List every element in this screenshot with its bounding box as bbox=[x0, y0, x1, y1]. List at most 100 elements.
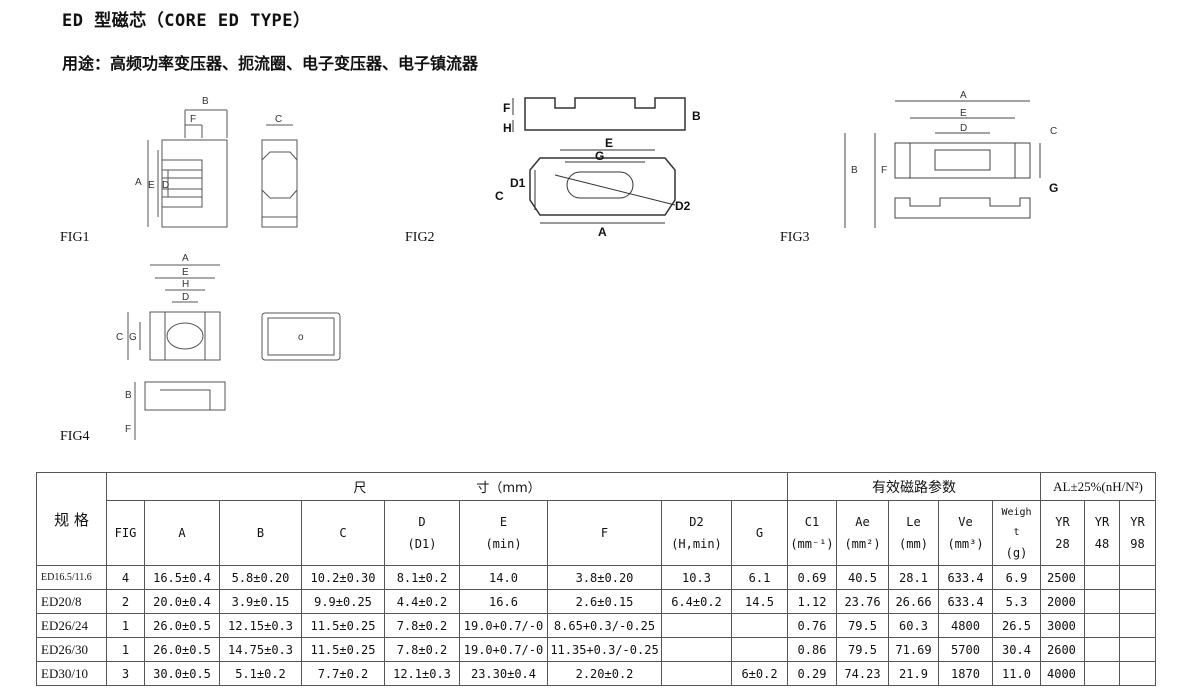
table-cell: 0.29 bbox=[787, 661, 837, 686]
table-cell: 16.5±0.4 bbox=[144, 565, 220, 590]
table-cell: 19.0+0.7/-0 bbox=[459, 613, 548, 638]
column-header-text: B bbox=[256, 526, 265, 540]
column-header-text: YR bbox=[1130, 515, 1145, 529]
table-cell: 7.8±0.2 bbox=[384, 637, 460, 662]
column-header: E(min) bbox=[459, 500, 548, 566]
spec-name-cell: ED26/30 bbox=[36, 637, 107, 662]
column-header: A bbox=[144, 500, 220, 566]
table-cell: 23.76 bbox=[836, 589, 889, 614]
table-cell bbox=[731, 637, 788, 662]
svg-text:E: E bbox=[148, 180, 155, 191]
fig3-label: FIG3 bbox=[780, 230, 810, 245]
table-cell: 4 bbox=[106, 565, 145, 590]
svg-text:A: A bbox=[135, 177, 142, 188]
svg-text:F: F bbox=[503, 101, 510, 115]
table-cell: 11.5±0.25 bbox=[301, 637, 385, 662]
table-cell bbox=[661, 637, 732, 662]
svg-text:C: C bbox=[495, 189, 504, 203]
table-cell bbox=[1084, 589, 1120, 614]
table-header-row: 规 格 尺寸（mm） 有效磁路参数 AL±25%(nH/N²) bbox=[36, 472, 1156, 566]
table-cell bbox=[1119, 565, 1156, 590]
table-cell: 2.20±0.2 bbox=[547, 661, 662, 686]
table-cell: 20.0±0.4 bbox=[144, 589, 220, 614]
table-cell: 71.69 bbox=[888, 637, 939, 662]
table-cell: 23.30±0.4 bbox=[459, 661, 548, 686]
svg-text:D1: D1 bbox=[510, 176, 526, 190]
spec-name-cell: ED20/8 bbox=[36, 589, 107, 614]
table-cell: 40.5 bbox=[836, 565, 889, 590]
svg-text:C: C bbox=[275, 114, 282, 125]
column-header-text: D bbox=[418, 515, 426, 529]
column-header-text: t bbox=[1013, 527, 1020, 538]
table-cell: 14.75±0.3 bbox=[219, 637, 302, 662]
column-header-text: YR bbox=[1094, 515, 1110, 529]
svg-text:C: C bbox=[116, 332, 123, 343]
svg-text:A: A bbox=[960, 90, 967, 101]
table-cell: 11.0 bbox=[992, 661, 1041, 686]
svg-text:A: A bbox=[182, 253, 189, 264]
table-cell: 12.1±0.3 bbox=[384, 661, 460, 686]
table-cell: 8.1±0.2 bbox=[384, 565, 460, 590]
table-cell: 0.69 bbox=[787, 565, 837, 590]
table-cell: 8.65+0.3/-0.25 bbox=[547, 613, 662, 638]
svg-text:H: H bbox=[503, 121, 512, 135]
table-cell: 2.6±0.15 bbox=[547, 589, 662, 614]
svg-text:G: G bbox=[129, 332, 137, 343]
table-cell bbox=[1119, 589, 1156, 614]
svg-text:G: G bbox=[1049, 181, 1058, 195]
table-cell: 6.4±0.2 bbox=[661, 589, 732, 614]
column-header-text: 28 bbox=[1055, 537, 1070, 551]
svg-text:o: o bbox=[298, 332, 304, 343]
table-cell: 2000 bbox=[1040, 589, 1085, 614]
fig2-label: FIG2 bbox=[405, 230, 435, 245]
table-cell: 2600 bbox=[1040, 637, 1085, 662]
table-cell: 1870 bbox=[938, 661, 993, 686]
column-header-text: (mm²) bbox=[844, 537, 881, 551]
table-cell: 5700 bbox=[938, 637, 993, 662]
svg-text:F: F bbox=[125, 424, 131, 435]
table-cell bbox=[1084, 613, 1120, 638]
table-cell: 7.7±0.2 bbox=[301, 661, 385, 686]
table-cell: 26.5 bbox=[992, 613, 1041, 638]
table-cell bbox=[661, 661, 732, 686]
table-cell bbox=[1119, 613, 1156, 638]
table-cell: 26.0±0.5 bbox=[144, 613, 220, 638]
table-cell: 633.4 bbox=[938, 589, 993, 614]
dimensions-header: 尺寸（mm） bbox=[106, 472, 788, 501]
svg-text:F: F bbox=[190, 114, 196, 125]
column-header-text: FIG bbox=[114, 526, 137, 540]
svg-text:E: E bbox=[960, 108, 967, 119]
svg-text:F: F bbox=[881, 165, 887, 176]
table-cell: 11.5±0.25 bbox=[301, 613, 385, 638]
column-header-text: D2 bbox=[689, 515, 704, 529]
table-cell bbox=[1084, 637, 1120, 662]
svg-text:D: D bbox=[162, 180, 169, 191]
column-header: F bbox=[547, 500, 662, 566]
table-cell: 7.8±0.2 bbox=[384, 613, 460, 638]
table-cell: 19.0+0.7/-0 bbox=[459, 637, 548, 662]
column-header: B bbox=[219, 500, 302, 566]
table-cell: 1 bbox=[106, 613, 145, 638]
column-header-text: Ve bbox=[958, 515, 973, 529]
table-cell: 2500 bbox=[1040, 565, 1085, 590]
column-header-text: Le bbox=[906, 515, 921, 529]
table-cell: 74.23 bbox=[836, 661, 889, 686]
table-cell: 30.4 bbox=[992, 637, 1041, 662]
table-cell: 0.76 bbox=[787, 613, 837, 638]
svg-text:B: B bbox=[202, 96, 209, 107]
column-header: D2 (H,min) bbox=[661, 500, 732, 566]
column-header: C bbox=[301, 500, 385, 566]
al-header: AL±25%(nH/N²) bbox=[1040, 472, 1156, 501]
table-cell: 4800 bbox=[938, 613, 993, 638]
table-cell: 3.9±0.15 bbox=[219, 589, 302, 614]
column-header-text: (H,min) bbox=[671, 537, 722, 551]
